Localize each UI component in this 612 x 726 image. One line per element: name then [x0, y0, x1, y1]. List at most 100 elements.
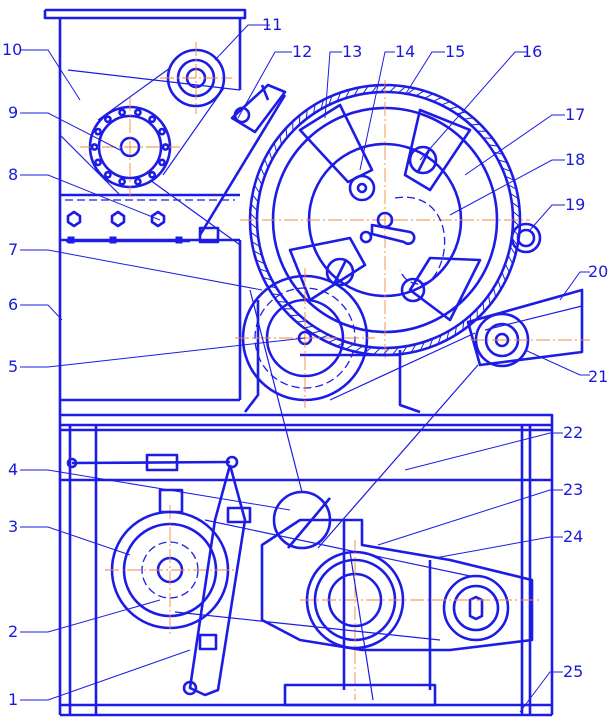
callout-12: 12: [292, 42, 312, 61]
rim-hatch-line: [305, 109, 308, 120]
rim-hatch-line: [497, 279, 502, 290]
rim-hatch-line: [255, 259, 265, 265]
rim-hatch-line: [312, 104, 316, 114]
callout-labels: 1 2 3 4 5 6 7 8 9 10 11 12 13 14 15 16 1…: [2, 15, 608, 709]
rim-hatch-line: [273, 142, 277, 153]
rim-hatch-line: [504, 263, 510, 273]
pulley-bolt: [133, 108, 142, 117]
rim-hatch-line: [254, 185, 261, 194]
rim-hatch-line: [285, 128, 288, 138]
callout-6: 6: [8, 295, 18, 314]
rim-hatch-line: [252, 194, 259, 203]
pulley-bolt: [103, 170, 112, 179]
rim-hatch-line: [258, 268, 269, 273]
rim-hatch-line: [463, 117, 474, 120]
callout-7: 7: [8, 240, 18, 259]
feed-roller-pulley: [80, 97, 180, 197]
rim-hatch-line: [501, 271, 506, 282]
callout-15: 15: [445, 42, 465, 61]
rim-hatch-line: [493, 287, 497, 298]
pulley-bolt: [133, 177, 142, 186]
rotor-hub: [359, 211, 416, 245]
rim-hatch-line: [419, 341, 426, 351]
rim-hatch-line: [509, 192, 519, 199]
rim-hatch-line: [505, 175, 515, 181]
tensioner-arm: [198, 83, 287, 244]
rim-hatch-line: [354, 345, 364, 353]
rim-hatch-line: [371, 84, 379, 94]
rim-hatch-line: [344, 89, 351, 99]
callout-17: 17: [565, 105, 585, 124]
rim-hatch-line: [303, 325, 314, 329]
callout-leaders: [20, 24, 590, 713]
rim-hatch-line: [507, 184, 517, 190]
rim-hatch-line: [260, 167, 266, 177]
rim-hatch-line: [462, 320, 465, 331]
upper-pulley: [160, 42, 232, 114]
rim-hatch-line: [251, 241, 261, 248]
pulley-bolt: [148, 170, 157, 179]
drum-knives: [325, 145, 438, 303]
rim-hatch-line: [389, 85, 397, 93]
frame-bolts: [66, 210, 190, 244]
rim-hatch-line: [507, 255, 514, 264]
callout-5: 5: [8, 357, 18, 376]
rim-hatch-line: [328, 338, 338, 343]
gearbox: [260, 518, 540, 707]
rim-hatch-line: [440, 101, 451, 106]
rim-hatch-line: [454, 326, 458, 336]
callout-19: 19: [565, 195, 585, 214]
rim-hatch-line: [277, 301, 287, 303]
pulley-bolt: [161, 143, 170, 151]
callout-14: 14: [395, 42, 415, 61]
rim-hatch-line: [488, 295, 491, 305]
callout-21: 21: [588, 367, 608, 386]
rim-hatch-line: [345, 343, 355, 350]
rim-hatch-line: [249, 222, 258, 230]
rim-hatch-line: [262, 276, 273, 281]
rim-hatch-line: [493, 151, 504, 155]
callout-9: 9: [8, 103, 18, 122]
rim-hatch-line: [391, 346, 399, 356]
callout-16: 16: [522, 42, 542, 61]
drum-spokes: [288, 103, 482, 322]
main-frame: [58, 413, 554, 717]
callout-23: 23: [563, 480, 583, 499]
callout-13: 13: [342, 42, 362, 61]
drum-hatching: [249, 84, 521, 356]
rim-hatch-line: [488, 144, 499, 147]
motor-plate-lever: [182, 464, 252, 697]
rim-hatch-line: [432, 97, 442, 102]
rim-hatch-line: [264, 158, 269, 169]
rim-hatch-line: [289, 314, 300, 317]
pulley-bolt: [118, 177, 127, 186]
pulley-bolt: [158, 158, 166, 167]
callout-18: 18: [565, 150, 585, 169]
rim-hatch-line: [406, 87, 416, 95]
pulley-bolt: [148, 115, 157, 124]
idler-roller: [510, 222, 542, 254]
callout-22: 22: [563, 423, 583, 442]
drive-belts: [174, 289, 479, 701]
rim-hatch-line: [497, 159, 508, 164]
rim-hatch-line: [437, 334, 442, 345]
callout-25: 25: [563, 662, 583, 681]
callout-2: 2: [8, 622, 18, 641]
rim-hatch-line: [319, 334, 330, 339]
rim-hatch-line: [353, 87, 360, 97]
rim-hatch-line: [424, 93, 434, 99]
rim-hatch-line: [448, 106, 459, 110]
rim-hatch-line: [336, 92, 342, 102]
rim-hatch-line: [380, 84, 388, 93]
rim-hatch-line: [362, 85, 369, 95]
tension-rod: [66, 453, 239, 472]
callout-24: 24: [563, 527, 583, 546]
callout-4: 4: [8, 460, 18, 479]
rim-hatch-line: [311, 330, 322, 334]
pulley-bolt: [90, 143, 99, 151]
callout-3: 3: [8, 517, 18, 536]
rim-hatch-line: [256, 176, 263, 185]
rim-hatch-line: [249, 212, 258, 221]
rim-hatch-line: [279, 135, 282, 145]
